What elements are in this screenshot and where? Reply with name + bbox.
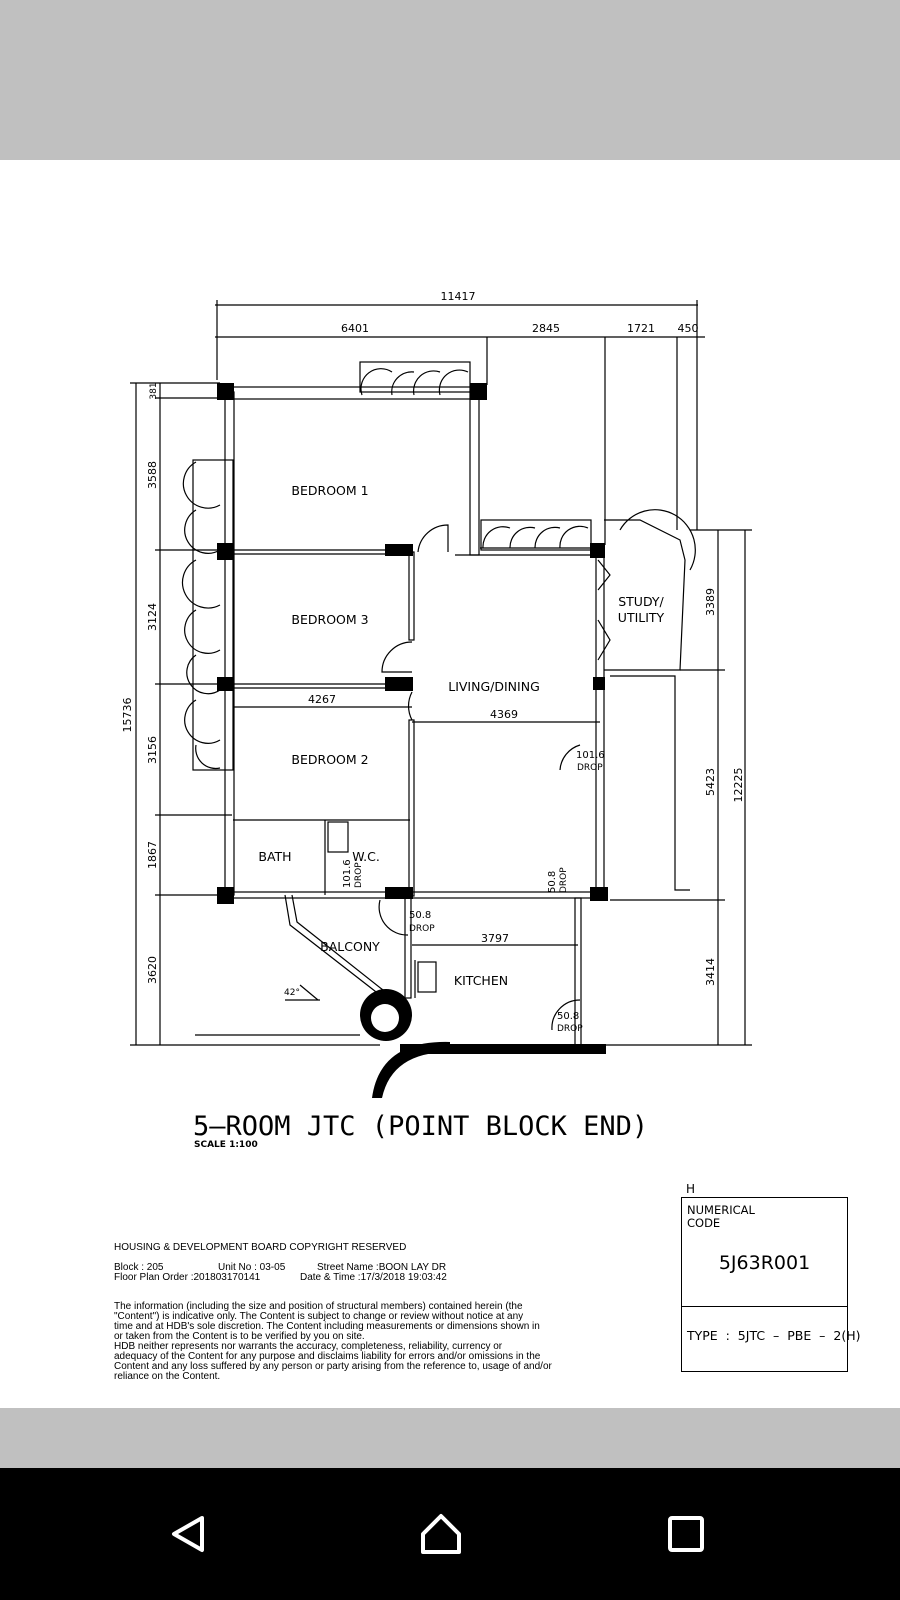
- dim-left-total: 15736: [121, 698, 134, 733]
- dim-top-2: 2845: [532, 322, 560, 335]
- drop-label-5: DROP: [557, 1024, 583, 1034]
- dim-left-2: 3588: [146, 461, 159, 489]
- room-living-dining: LIVING/DINING: [448, 679, 540, 694]
- code-label: CODE: [687, 1216, 721, 1230]
- recents-button[interactable]: [650, 1498, 722, 1570]
- floor-plan: 11417 6401 2845 1721 450 15736 381 3588 …: [121, 290, 752, 1150]
- home-icon: [421, 1514, 461, 1554]
- numerical-code-box: NUMERICAL CODE 5J63R001 TYPE : 5JTC – PB…: [681, 1197, 861, 1372]
- recents-icon: [668, 1516, 704, 1552]
- dim-top-4: 450: [678, 322, 699, 335]
- room-bedroom-3: BEDROOM 3: [291, 612, 368, 627]
- dim-top-1: 6401: [341, 322, 369, 335]
- drop-label-2: DROP: [354, 862, 364, 888]
- home-button[interactable]: [405, 1498, 477, 1570]
- drop-value-1: 101.6: [576, 750, 605, 761]
- back-button[interactable]: [152, 1498, 224, 1570]
- room-kitchen: KITCHEN: [454, 973, 508, 988]
- plan-type: TYPE : 5JTC – PBE – 2(H): [687, 1328, 861, 1343]
- disclaimer-line: "Content") is indicative only. The Conte…: [114, 1311, 524, 1322]
- floor-plan-order: Floor Plan Order :201803170141: [114, 1272, 261, 1283]
- drop-label-3: DROP: [559, 867, 569, 893]
- dim-left-1: 381: [149, 382, 159, 399]
- block-number: Block : 205: [114, 1262, 164, 1273]
- disclaimer-line: or taken from the Content is to be verif…: [114, 1331, 365, 1342]
- unit-number: Unit No : 03-05: [218, 1262, 286, 1273]
- dim-left-4: 3156: [146, 736, 159, 764]
- dim-top-3: 1721: [627, 322, 655, 335]
- disclaimer-line: Content and any loss suffered by any per…: [114, 1361, 552, 1372]
- numerical-code: 5J63R001: [718, 1252, 811, 1274]
- copyright-notice: HOUSING & DEVELOPMENT BOARD COPYRIGHT RE…: [114, 1242, 407, 1253]
- room-study-1: STUDY/: [618, 594, 664, 609]
- dim-bedroom-width: 4267: [308, 693, 336, 706]
- drop-value-4: 50.8: [409, 910, 431, 921]
- room-bedroom-2: BEDROOM 2: [291, 752, 368, 767]
- dim-angle: 42°: [284, 988, 300, 998]
- code-box-corner: H: [686, 1182, 696, 1196]
- room-wc: W.C.: [352, 849, 380, 864]
- top-bar: [0, 0, 900, 160]
- numerical-label: NUMERICAL: [687, 1203, 755, 1217]
- dim-left-3: 3124: [146, 603, 159, 631]
- disclaimer-line: time and at HDB's sole discretion. The C…: [114, 1321, 540, 1332]
- bottom-bar: [0, 1408, 900, 1468]
- date-time: Date & Time :17/3/2018 19:03:42: [300, 1272, 447, 1283]
- dim-right-1: 3389: [704, 588, 717, 616]
- street-name: Street Name :BOON LAY DR: [317, 1262, 447, 1273]
- drop-value-3: 50.8: [547, 871, 558, 893]
- disclaimer-line: The information (including the size and …: [114, 1301, 523, 1312]
- room-study-2: UTILITY: [618, 610, 665, 625]
- drop-value-5: 50.8: [557, 1011, 579, 1022]
- disclaimer-line: HDB neither represents nor warrants the …: [114, 1341, 503, 1352]
- back-icon: [172, 1516, 204, 1552]
- disclaimer-line: reliance on the Content.: [114, 1371, 221, 1382]
- dim-left-6: 3620: [146, 956, 159, 984]
- dim-left-5: 1867: [146, 841, 159, 869]
- room-bedroom-1: BEDROOM 1: [291, 483, 368, 498]
- dim-right-2: 5423: [704, 768, 717, 796]
- dim-right-total: 12225: [732, 768, 745, 803]
- code-box-divider: [682, 1306, 847, 1307]
- dim-kitchen-width: 3797: [481, 932, 509, 945]
- drop-label-4: DROP: [409, 924, 435, 934]
- room-balcony: BALCONY: [320, 939, 380, 954]
- dim-top-total: 11417: [441, 290, 476, 303]
- drop-label-1: DROP: [577, 763, 603, 773]
- plan-title: 5–ROOM JTC (POINT BLOCK END): [193, 1111, 648, 1142]
- navigation-bar: [0, 1468, 900, 1600]
- dim-living-width: 4369: [490, 708, 518, 721]
- plan-scale: SCALE 1:100: [194, 1140, 258, 1150]
- room-bath: BATH: [258, 849, 291, 864]
- dim-right-3: 3414: [704, 958, 717, 986]
- disclaimer-line: adequacy of the Content for any purpose …: [114, 1351, 541, 1362]
- document-page: [0, 160, 900, 1408]
- drop-value-2: 101.6: [342, 859, 353, 888]
